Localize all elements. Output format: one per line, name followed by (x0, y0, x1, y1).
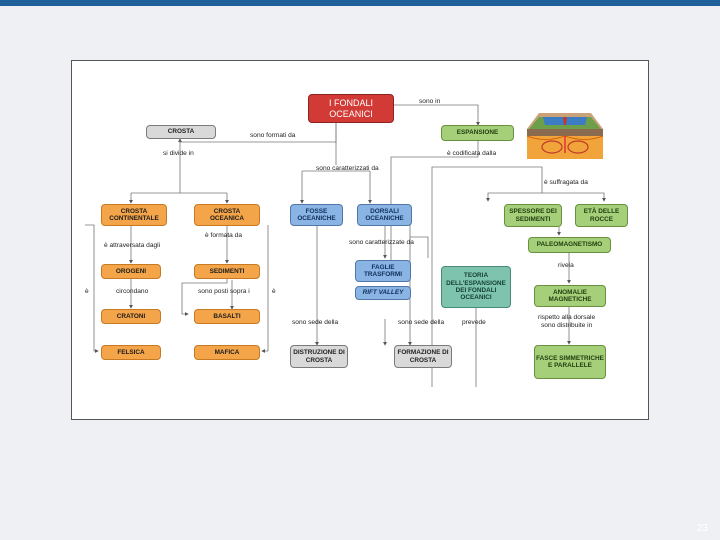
node-faglie-trasformi: FAGLIE TRASFORMI (355, 260, 411, 282)
node-cratoni: CRATONI (101, 309, 161, 324)
label-e-left: è (85, 288, 89, 295)
node-fosse-oceaniche: FOSSE OCEANICHE (290, 204, 343, 226)
connector-lines (85, 104, 606, 387)
node-felsica: FELSICA (101, 345, 161, 360)
node-formazione-crosta: FORMAZIONE DI CROSTA (394, 345, 452, 368)
label-e-suffragata-da: è suffragata da (544, 179, 588, 186)
concept-map: I FONDALI OCEANICI CROSTA ESPANSIONE CRO… (71, 60, 649, 420)
node-sedimenti: SEDIMENTI (194, 264, 260, 279)
label-circondano: circondano (116, 288, 149, 295)
label-sono-formati-da: sono formati da (250, 132, 296, 139)
label-sono-in: sono in (419, 98, 441, 105)
label-e-formata-da: è formata da (205, 232, 243, 239)
label-sono-caratterizzati-da: sono caratterizzati da (316, 165, 379, 172)
label-prevede: prevede (462, 319, 486, 326)
label-sono-sede-della-dorsali: sono sede della (398, 319, 445, 326)
node-teoria-espansione: TEORIA DELL'ESPANSIONE DEI FONDALI OCEAN… (441, 266, 511, 308)
ridge-spreading-illustration (525, 103, 605, 161)
node-fondali-oceanici: I FONDALI OCEANICI (308, 94, 394, 123)
label-e-attraversata-dagli: è attraversata dagli (104, 242, 161, 249)
label-si-divide-in: si divide in (163, 150, 194, 157)
label-sono-caratterizzate-da: sono caratterizzate da (349, 239, 414, 246)
label-sono-sede-della-fosse: sono sede della (292, 319, 339, 326)
node-paleomagnetismo: PALEOMAGNETISMO (528, 237, 611, 253)
node-basalti: BASALTI (194, 309, 260, 324)
label-sono-distribuite-in: sono distribuite in (541, 322, 593, 329)
node-eta-rocce: ETÀ DELLE ROCCE (575, 204, 628, 227)
node-espansione: ESPANSIONE (441, 125, 514, 141)
node-distruzione-crosta: DISTRUZIONE DI CROSTA (290, 345, 348, 368)
node-anomalie-magnetiche: ANOMALIE MAGNETICHE (534, 285, 606, 307)
label-e-codificata-dalla: è codificata dalla (447, 150, 497, 157)
node-spessore-sedimenti: SPESSORE DEI SEDIMENTI (504, 204, 562, 227)
node-crosta-oceanica: CROSTA OCEANICA (194, 204, 260, 226)
node-rift-valley: RIFT VALLEY (355, 286, 411, 300)
node-crosta: CROSTA (146, 125, 216, 139)
label-rivela: rivela (558, 262, 574, 269)
page-number: 23 (696, 523, 708, 534)
node-orogeni: OROGENI (101, 264, 161, 279)
node-mafica: MAFICA (194, 345, 260, 360)
label-e-right: è (272, 288, 276, 295)
label-sono-posti-sopra-i: sono posti sopra i (198, 288, 250, 295)
node-crosta-continentale: CROSTA CONTINENTALE (101, 204, 167, 226)
label-rispetto-alla-dorsale: rispetto alla dorsale (538, 314, 596, 321)
top-accent-bar (0, 0, 720, 6)
node-fasce-simmetriche: FASCE SIMMETRICHE E PARALLELE (534, 345, 606, 379)
node-dorsali-oceaniche: DORSALI OCEANICHE (357, 204, 412, 226)
